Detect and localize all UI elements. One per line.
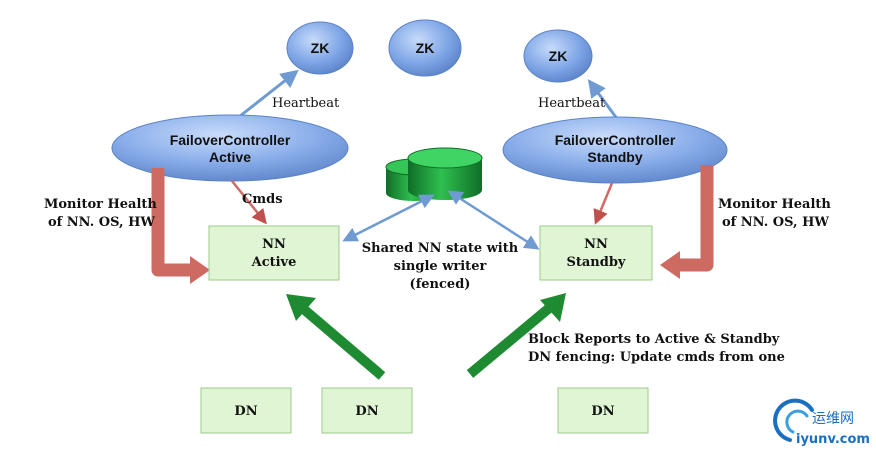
heartbeat-arrow-left: [234, 69, 299, 122]
nn-standby-line1: NN: [584, 237, 608, 252]
shared-state-arrow-active: [342, 194, 435, 242]
failover-controller-active: FailoverController Active: [111, 114, 349, 182]
failover-standby-line2: Standby: [587, 149, 642, 165]
dn-box-2: DN: [321, 387, 413, 434]
zk-label-1: ZK: [311, 40, 330, 56]
failover-active-line2: Active: [209, 149, 251, 165]
monitor-left-line2: of NN. OS, HW: [48, 215, 155, 230]
cmds-label: Cmds: [242, 192, 283, 207]
failover-standby-line1: FailoverController: [555, 132, 676, 148]
shared-state-line1: Shared NN state with: [362, 241, 519, 256]
heartbeat-arrow-right: [587, 79, 620, 121]
watermark-logo: 运维网 iyunv.com: [773, 398, 870, 447]
monitor-left-line1: Monitor Health: [44, 197, 157, 212]
block-report-arrow-left: [286, 294, 386, 380]
cmds-arrow-active: [231, 180, 267, 225]
dn-box-3: DN: [557, 387, 649, 434]
monitor-health-arrow-right: [660, 165, 714, 279]
block-reports-line2: DN fencing: Update cmds from one: [528, 350, 785, 365]
nn-active-line2: Active: [251, 255, 297, 270]
nn-active-line1: NN: [262, 237, 286, 252]
heartbeat-label-right: Heartbeat: [538, 96, 606, 111]
heartbeat-label-left: Heartbeat: [272, 96, 340, 111]
dn-box-1: DN: [200, 387, 292, 434]
nn-standby-box: NN Standby: [539, 225, 653, 281]
zk-node-3: ZK: [523, 29, 593, 83]
nn-standby-line2: Standby: [566, 255, 625, 270]
shared-state-arrow-standby: [447, 190, 540, 250]
shared-state-line2: single writer: [394, 259, 487, 274]
watermark-cn: 运维网: [812, 411, 854, 427]
dn-label-2: DN: [355, 404, 378, 419]
monitor-right-line1: Monitor Health: [718, 197, 831, 212]
monitor-right-line2: of NN. OS, HW: [722, 215, 829, 230]
zk-label-3: ZK: [549, 48, 568, 64]
zk-node-2: ZK: [388, 19, 462, 77]
monitor-health-arrow-left: [151, 168, 210, 284]
nn-active-box: NN Active: [208, 225, 340, 281]
block-reports-line1: Block Reports to Active & Standby: [528, 332, 780, 347]
failover-active-line1: FailoverController: [170, 132, 291, 148]
dn-label-1: DN: [234, 404, 257, 419]
block-report-arrow-right: [466, 293, 566, 378]
failover-controller-standby: FailoverController Standby: [502, 116, 728, 184]
zk-label-2: ZK: [416, 40, 435, 56]
shared-state-line3: (fenced): [410, 277, 471, 292]
shared-storage-icon: [385, 147, 483, 201]
zk-node-1: ZK: [286, 21, 354, 75]
watermark-url: iyunv.com: [796, 432, 870, 447]
cmds-arrow-standby: [593, 182, 614, 225]
dn-label-3: DN: [591, 404, 614, 419]
